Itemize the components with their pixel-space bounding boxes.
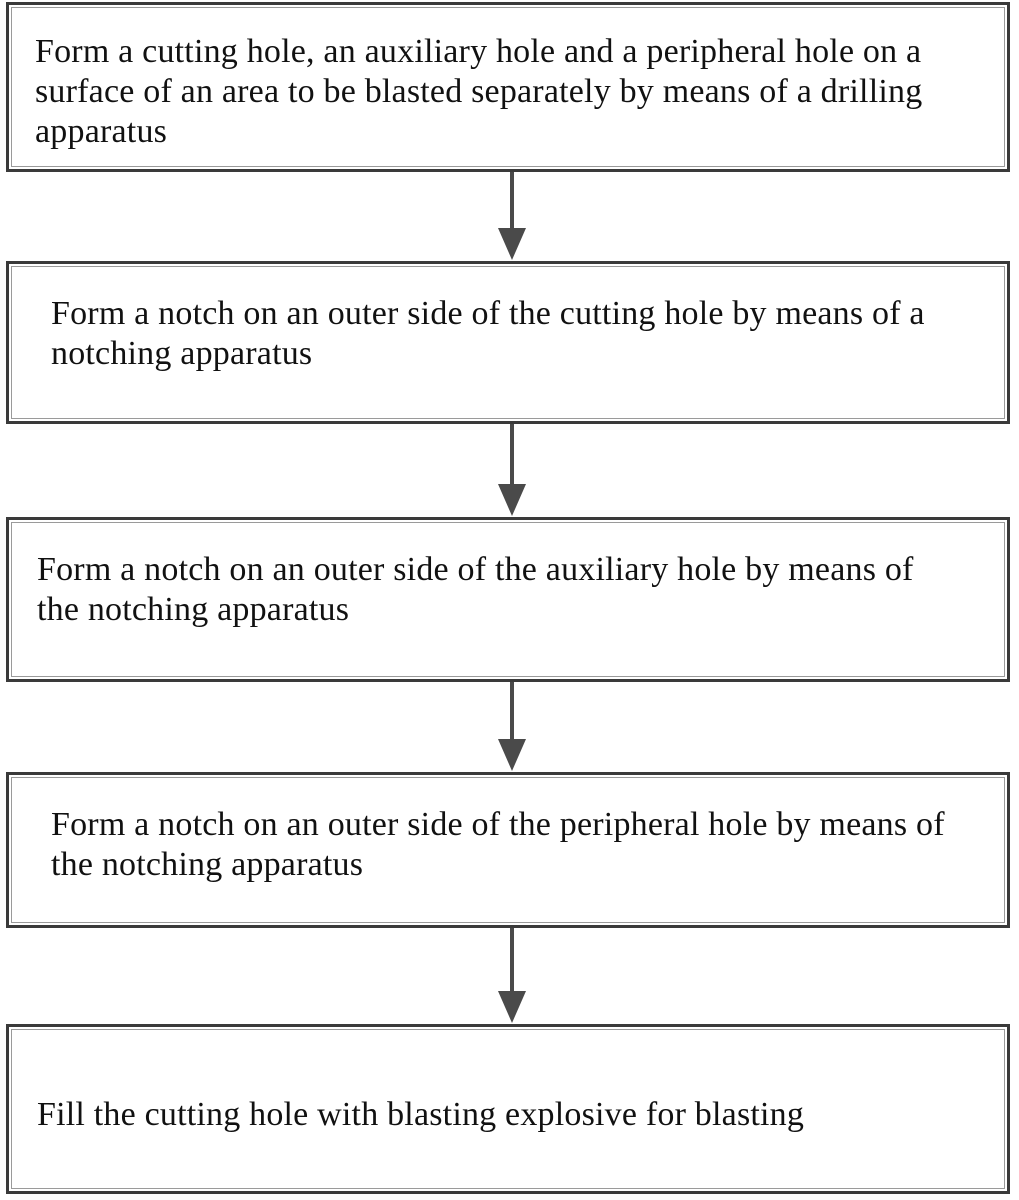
flow-step-2-text: Form a notch on an outer side of the cut…	[51, 295, 925, 372]
flow-step-5-text: Fill the cutting hole with blasting expl…	[37, 1096, 805, 1133]
flow-arrow-4	[492, 928, 532, 1024]
flow-arrow-1	[492, 172, 532, 261]
flow-step-2: Form a notch on an outer side of the cut…	[6, 261, 1010, 424]
flow-step-1: Form a cutting hole, an auxiliary hole a…	[6, 2, 1010, 172]
flow-step-4-text: Form a notch on an outer side of the per…	[51, 806, 945, 883]
flow-step-5: Fill the cutting hole with blasting expl…	[6, 1024, 1010, 1194]
flow-step-3: Form a notch on an outer side of the aux…	[6, 517, 1010, 682]
flow-arrow-2	[492, 424, 532, 517]
flow-step-1-text: Form a cutting hole, an auxiliary hole a…	[35, 33, 923, 150]
flow-step-4: Form a notch on an outer side of the per…	[6, 772, 1010, 928]
flow-arrow-3	[492, 682, 532, 772]
flow-step-3-text: Form a notch on an outer side of the aux…	[37, 551, 914, 628]
